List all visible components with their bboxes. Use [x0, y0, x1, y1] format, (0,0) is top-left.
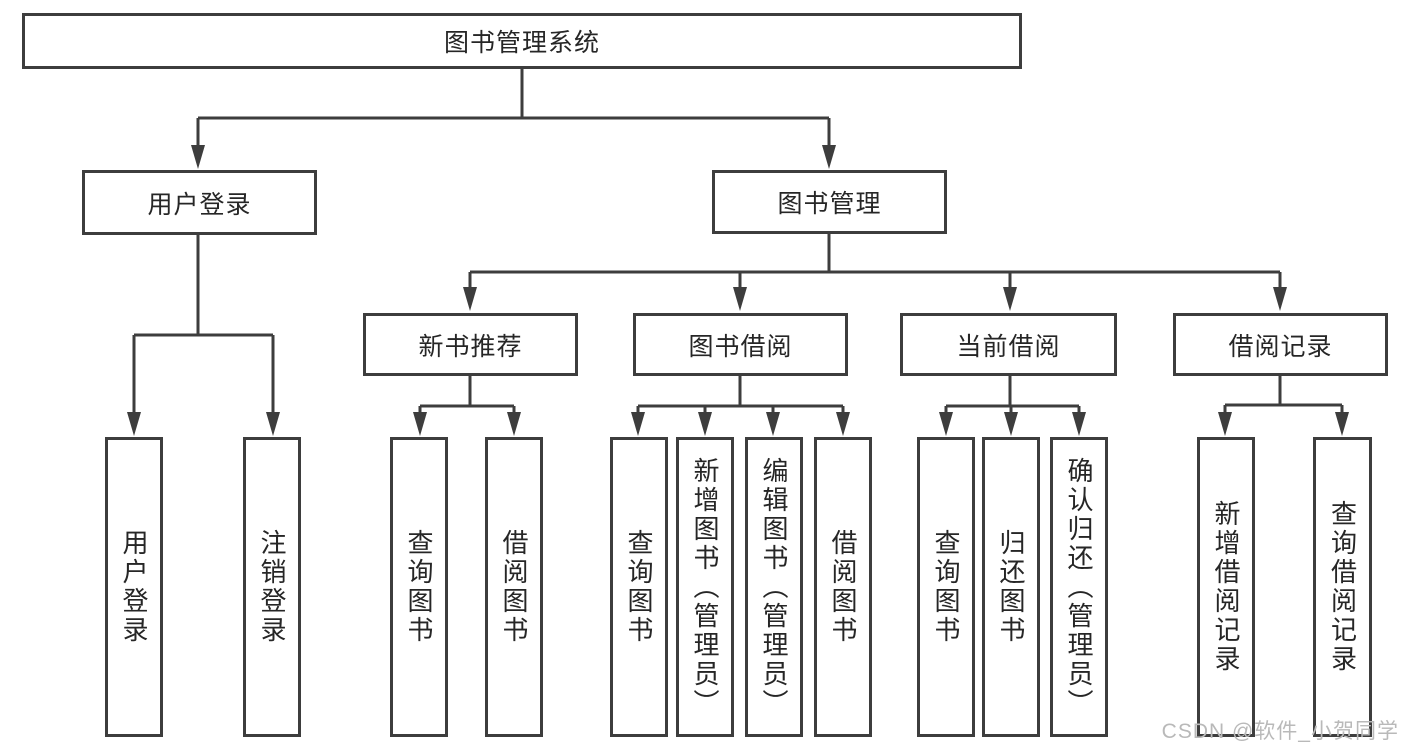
leaf-borrow-books: 借阅图书: [814, 437, 872, 737]
node-book-management-label: 图书管理: [777, 190, 882, 218]
node-current-borrowing: 当前借阅: [900, 313, 1117, 376]
leaf-add-borrow-record-label: 新增借阅记录: [1211, 500, 1241, 674]
csdn-watermark: CSDN @软件_小贺同学: [1161, 720, 1399, 743]
node-user-login-label: 用户登录: [147, 190, 252, 219]
leaf-borrow-books-recommend-label: 借阅图书: [499, 529, 529, 645]
leaf-return-books-label: 归还图书: [996, 529, 1026, 645]
leaf-user-login-label: 用户登录: [119, 529, 149, 645]
leaf-add-books-admin-label: 新增图书（管理员）: [690, 456, 720, 718]
leaf-add-books-admin: 新增图书（管理员）: [676, 437, 734, 737]
node-current-borrowing-label: 当前借阅: [956, 332, 1061, 361]
leaf-edit-books-admin: 编辑图书（管理员）: [745, 437, 803, 737]
leaf-borrow-books-recommend: 借阅图书: [485, 437, 543, 737]
arrowheads: [127, 145, 1349, 436]
leaf-confirm-return-admin-label: 确认归还（管理员）: [1064, 456, 1094, 718]
leaf-query-books-current: 查询图书: [917, 437, 975, 737]
node-borrowing-records: 借阅记录: [1173, 313, 1388, 376]
node-book-management: 图书管理: [712, 170, 947, 234]
leaf-query-borrow-record-label: 查询借阅记录: [1327, 500, 1358, 674]
leaf-confirm-return-admin: 确认归还（管理员）: [1050, 437, 1108, 737]
leaf-query-books-current-label: 查询图书: [931, 529, 961, 645]
leaf-logout-label: 注销登录: [257, 529, 287, 645]
node-book-borrowing: 图书借阅: [633, 313, 848, 376]
leaf-query-books-borrow-label: 查询图书: [624, 529, 654, 645]
leaf-edit-books-admin-label: 编辑图书（管理员）: [759, 456, 789, 718]
tree-edges: [132, 69, 1344, 416]
leaf-query-books-borrow: 查询图书: [610, 437, 668, 737]
node-book-borrowing-label: 图书借阅: [688, 332, 793, 361]
leaf-query-books-recommend-label: 查询图书: [404, 529, 434, 645]
leaf-query-borrow-record: 查询借阅记录: [1313, 437, 1372, 737]
node-new-book-recommend-label: 新书推荐: [418, 332, 523, 361]
node-root: 图书管理系统: [22, 13, 1022, 69]
leaf-query-books-recommend: 查询图书: [390, 437, 448, 737]
node-borrowing-records-label: 借阅记录: [1228, 332, 1333, 361]
leaf-user-login: 用户登录: [105, 437, 163, 737]
node-root-label: 图书管理系统: [443, 29, 600, 57]
leaf-return-books: 归还图书: [982, 437, 1040, 737]
leaf-add-borrow-record: 新增借阅记录: [1197, 437, 1255, 737]
node-user-login: 用户登录: [82, 170, 317, 235]
leaf-borrow-books-label: 借阅图书: [828, 529, 858, 645]
leaf-logout: 注销登录: [243, 437, 301, 737]
node-new-book-recommend: 新书推荐: [363, 313, 578, 376]
